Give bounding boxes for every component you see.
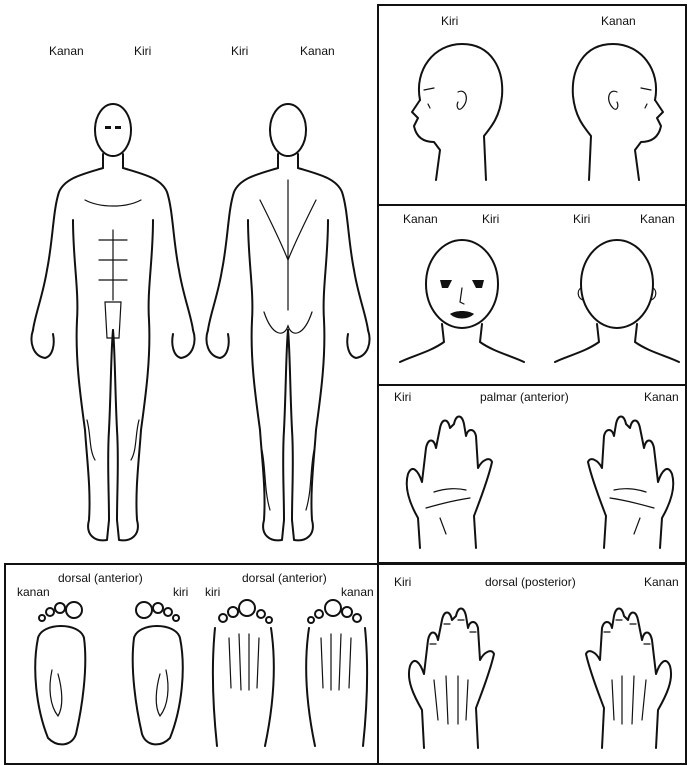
- body-back-right-label: Kanan: [300, 44, 335, 58]
- feet-kanan-right-label: kanan: [341, 585, 374, 599]
- head-back-figure: [545, 232, 687, 372]
- feet-kiri-right-label: kiri: [205, 585, 220, 599]
- palmar-right-hand-figure: [570, 408, 680, 558]
- head-front-figure: [390, 232, 540, 372]
- head-profile-right-label: Kanan: [601, 14, 636, 28]
- foot-top-right-figure: [295, 598, 375, 748]
- foot-sole-right-figure: [120, 598, 190, 748]
- feet-kanan-left-label: kanan: [17, 585, 50, 599]
- palmar-title: palmar (anterior): [480, 390, 569, 404]
- body-back-left-label: Kiri: [231, 44, 248, 58]
- body-back-figure: [200, 90, 380, 560]
- palmar-left-hand-figure: [400, 408, 510, 558]
- dorsal-left-hand-figure: [400, 600, 510, 750]
- foot-sole-left-figure: [28, 598, 98, 748]
- foot-top-left-figure: [205, 598, 285, 748]
- body-front-left-label: Kiri: [134, 44, 151, 58]
- head-profile-left-label: Kiri: [441, 14, 458, 28]
- dorsal-right-label: Kanan: [644, 575, 679, 589]
- feet-title-left: dorsal (anterior): [58, 571, 143, 585]
- dorsal-right-hand-figure: [570, 600, 680, 750]
- head-profile-right-figure: [565, 30, 675, 190]
- head-back-left-label: Kiri: [573, 212, 590, 226]
- palmar-left-label: Kiri: [394, 390, 411, 404]
- head-back-right-label: Kanan: [640, 212, 675, 226]
- head-profile-left-figure: [400, 30, 510, 190]
- feet-title-right: dorsal (anterior): [242, 571, 327, 585]
- palmar-right-label: Kanan: [644, 390, 679, 404]
- body-front-right-label: Kanan: [49, 44, 84, 58]
- dorsal-left-label: Kiri: [394, 575, 411, 589]
- dorsal-title: dorsal (posterior): [485, 575, 576, 589]
- feet-kiri-left-label: kiri: [173, 585, 188, 599]
- head-front-left-label: Kiri: [482, 212, 499, 226]
- body-front-figure: [25, 90, 205, 560]
- head-front-right-label: Kanan: [403, 212, 438, 226]
